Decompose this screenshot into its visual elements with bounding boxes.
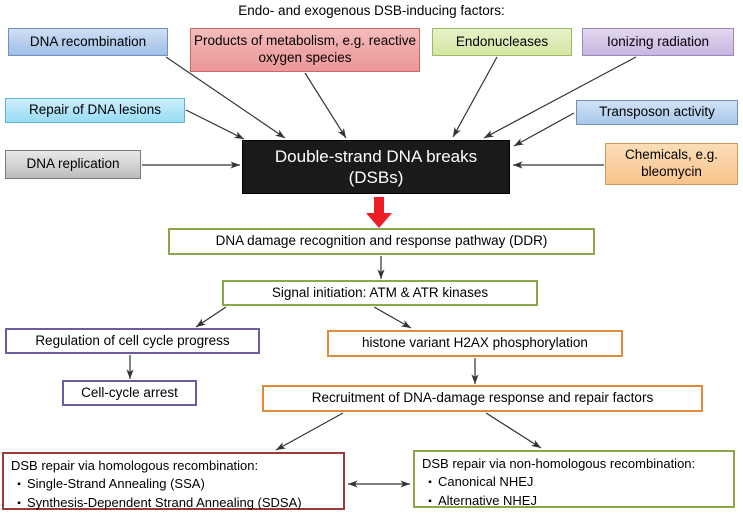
node-dsb-repair-homologous-recombination[interactable]: DSB repair via homologous recombination:… — [2, 452, 345, 510]
arrow-recruitment-to-nhej — [485, 412, 542, 449]
hr-heading: DSB repair via homologous recombination: — [11, 458, 259, 473]
node-double-strand-dna-breaks[interactable]: Double-strand DNA breaks (DSBs) — [242, 140, 510, 194]
node-recruitment-of-repair-factors[interactable]: Recruitment of DNA-damage response and r… — [262, 385, 703, 412]
nhej-item-label: Canonical NHEJ — [438, 474, 534, 490]
arrow-endonucleases-to-dsb — [452, 56, 498, 138]
arrow-transposon-to-dsb — [513, 112, 575, 147]
dsb-line-1: Double-strand DNA breaks — [274, 146, 478, 166]
dsb-line-2: (DSBs) — [348, 168, 404, 187]
hr-list-item: ▪ Single-Strand Annealing (SSA) — [11, 475, 336, 494]
nhej-heading: DSB repair via non-homologous recombinat… — [422, 456, 696, 471]
bullet-icon: ▪ — [17, 479, 21, 491]
node-chemicals-bleomycin[interactable]: Chemicals, e.g. bleomycin — [605, 143, 738, 185]
bullet-icon: ▪ — [428, 496, 432, 508]
arrow-repair-lesions-to-dsb — [185, 109, 245, 140]
node-h2ax-phosphorylation[interactable]: histone variant H2AX phosphorylation — [327, 330, 623, 357]
node-signal-initiation[interactable]: Signal initiation: ATM & ATR kinases — [222, 280, 538, 306]
hr-list-item: ▪ Synthesis-Dependent Strand Annealing (… — [11, 494, 336, 513]
nhej-item-label: Alternative NHEJ — [438, 493, 537, 509]
node-products-of-metabolism[interactable]: Products of metabolism, e.g. reactive ox… — [190, 28, 420, 72]
bullet-icon: ▪ — [428, 477, 432, 489]
node-transposon-activity[interactable]: Transposon activity — [576, 100, 738, 125]
hr-item-label: Synthesis-Dependent Strand Annealing (SD… — [27, 495, 302, 511]
hr-item-label: Single-Strand Annealing (SSA) — [27, 476, 205, 492]
arrow-recruitment-to-hr — [275, 412, 344, 451]
node-dna-recombination[interactable]: DNA recombination — [8, 28, 168, 56]
page-title: Endo- and exogenous DSB-inducing factors… — [238, 3, 505, 18]
node-ionizing-radiation[interactable]: Ionizing radiation — [582, 28, 734, 56]
node-endonucleases[interactable]: Endonucleases — [432, 28, 572, 56]
red-down-arrow-icon — [366, 197, 392, 228]
arrow-metabolism-to-dsb — [304, 72, 347, 139]
nhej-list-item: ▪ Canonical NHEJ — [422, 473, 726, 492]
node-dsb-repair-non-homologous-recombination[interactable]: DSB repair via non-homologous recombinat… — [413, 450, 735, 508]
bullet-icon: ▪ — [17, 498, 21, 510]
node-ddr-pathway[interactable]: DNA damage recognition and response path… — [168, 228, 595, 255]
node-regulation-of-cell-cycle-progress[interactable]: Regulation of cell cycle progress — [5, 328, 260, 354]
node-repair-of-dna-lesions[interactable]: Repair of DNA lesions — [5, 98, 185, 123]
node-dna-replication[interactable]: DNA replication — [5, 150, 141, 179]
arrow-ionizing-to-dsb — [483, 56, 637, 139]
arrow-signal-to-regulation — [195, 306, 227, 328]
arrow-signal-to-h2ax — [373, 306, 412, 329]
nhej-list-item: ▪ Alternative NHEJ — [422, 492, 726, 511]
node-cell-cycle-arrest[interactable]: Cell-cycle arrest — [62, 380, 197, 406]
